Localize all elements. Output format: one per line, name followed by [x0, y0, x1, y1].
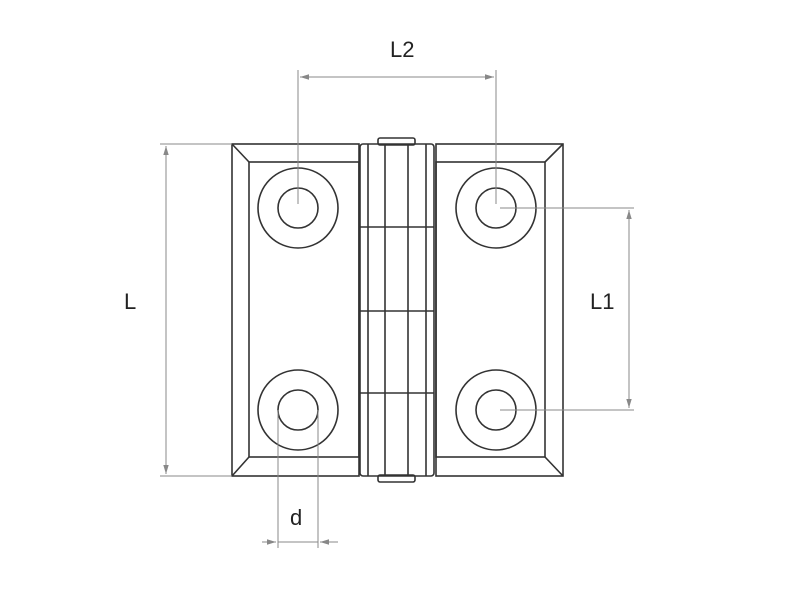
left-leaf-bevel-line: [231, 456, 250, 477]
dimension-label-l1: L1: [590, 289, 615, 314]
left-bottom-hole: [277, 389, 319, 431]
dimension-d: [262, 410, 338, 548]
dimension-label-l2: L2: [390, 37, 415, 62]
right-leaf-inner-edge: [435, 161, 546, 458]
dimension-l1: [500, 207, 634, 411]
right-leaf-outer-edge: [435, 143, 564, 477]
left-bottom-countersink: [257, 369, 339, 451]
right-leaf-bevel-line: [544, 143, 564, 163]
dimension-label-d: d: [290, 505, 303, 530]
dimension-label-l: L: [124, 289, 137, 314]
knuckle-outline: [359, 143, 435, 477]
left-leaf-bevel-line: [231, 143, 250, 163]
left-leaf-outer-edge: [231, 143, 360, 477]
right-hinge-leaf: [435, 143, 564, 477]
dimension-l2: [297, 70, 497, 204]
pin-cap-bottom: [377, 474, 416, 483]
left-leaf-inner-edge: [248, 161, 360, 458]
right-leaf-bevel-line: [544, 456, 564, 477]
pin-cap-top: [377, 137, 416, 146]
left-hinge-leaf: [231, 143, 360, 477]
dimension-l: [160, 143, 232, 477]
hinge-knuckle: [359, 137, 435, 483]
